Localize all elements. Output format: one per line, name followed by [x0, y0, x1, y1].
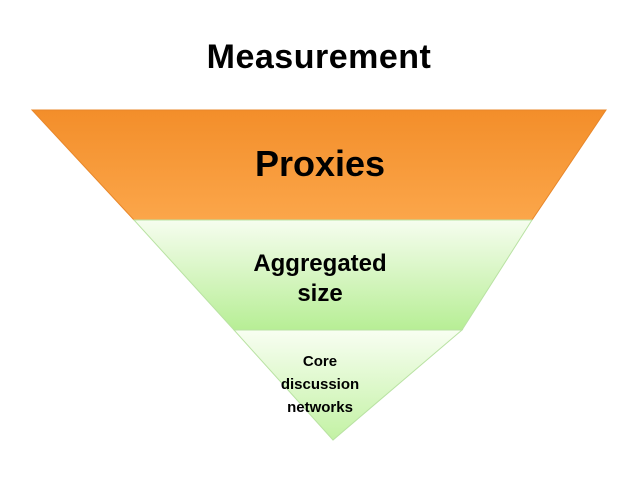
funnel-label-core-discussion-networks: Core discussion networks [280, 353, 360, 416]
funnel-label-aggregated-size: Aggregated size [253, 250, 387, 307]
funnel-level-bottom [232, 329, 464, 441]
diagram-title: Measurement [206, 38, 432, 76]
funnel-label-proxies: Proxies [254, 143, 386, 184]
